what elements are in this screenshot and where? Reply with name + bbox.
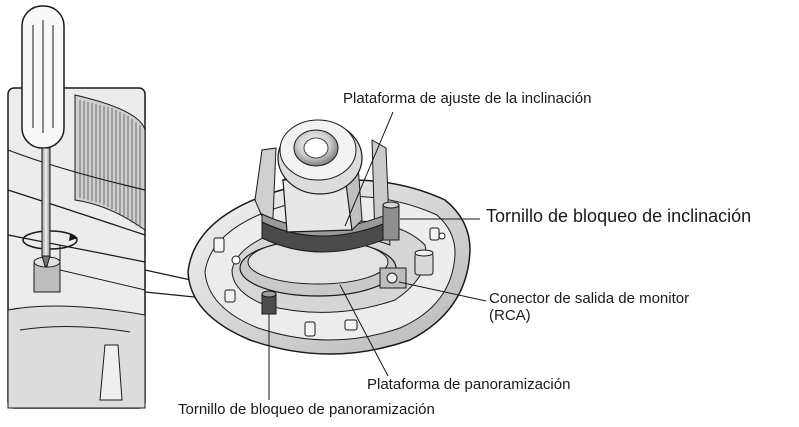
label-pan-lock-screw: Tornillo de bloqueo de panoramización xyxy=(178,401,435,418)
pan-lock-screw xyxy=(261,290,277,315)
inset-ridged-ring xyxy=(74,94,146,231)
tilt-lock-screw xyxy=(382,201,400,241)
leader-tilt-platform xyxy=(344,111,394,227)
label-monitor-connector-line2: (RCA) xyxy=(489,306,531,324)
label-tilt-lock-screw: Tornillo de bloqueo de inclinación xyxy=(486,206,752,226)
pan-platform xyxy=(239,239,397,297)
screwdriver-icon xyxy=(21,5,65,267)
label-monitor-connector: Conector de salida de monitor (RCA) xyxy=(489,290,690,324)
dome-camera xyxy=(187,119,471,355)
label-pan-platform: Plataforma de panoramización xyxy=(367,376,571,393)
label-monitor-connector-line1: Conector de salida de monitor xyxy=(489,290,690,307)
monitor-output-connector xyxy=(379,249,434,289)
leader-connector xyxy=(398,281,487,302)
label-tilt-platform: Plataforma de ajuste de la inclinación xyxy=(343,90,592,107)
camera-lens xyxy=(277,119,363,195)
leader-lines xyxy=(268,111,487,400)
leader-pan-platform xyxy=(339,284,389,377)
